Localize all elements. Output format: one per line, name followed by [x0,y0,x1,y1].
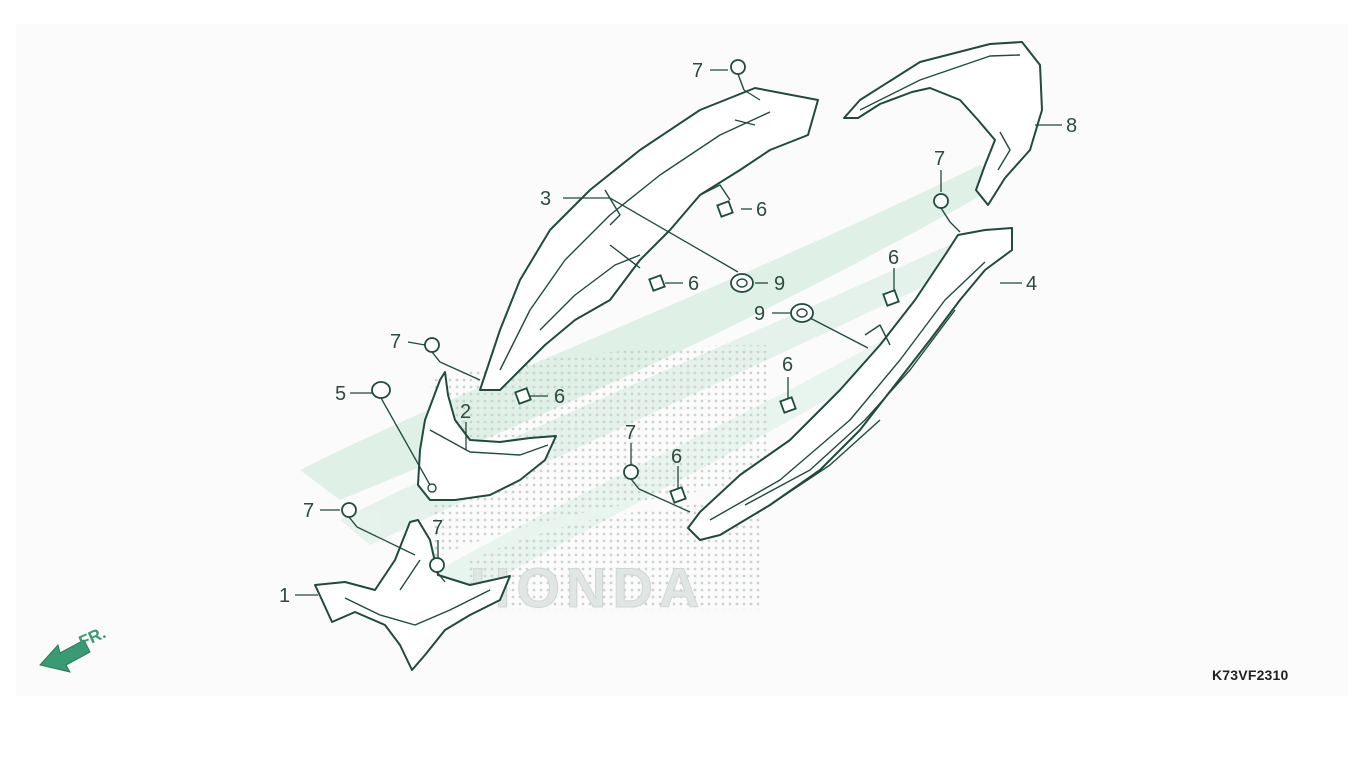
bolt-hardware [341,59,951,583]
callout-7: 7 [934,148,945,170]
leader-lines [295,69,1062,596]
front-arrow-icon [39,639,91,673]
callout-labels: 7 8 7 3 6 6 6 9 4 9 7 6 5 6 2 7 6 7 7 1 [279,60,1077,607]
callout-4: 4 [1026,273,1037,295]
part-8-rear-center-cover [843,41,1043,206]
callout-6: 6 [782,354,793,376]
callout-7: 7 [432,517,443,539]
callout-1: 1 [279,585,290,607]
callout-5: 5 [335,383,346,405]
diagram-code: K73VF2310 [1212,667,1289,683]
callout-9: 9 [754,303,765,325]
callout-7: 7 [390,331,401,353]
grommet-hardware [371,273,814,399]
callout-3: 3 [540,188,551,210]
callout-8: 8 [1066,115,1077,137]
callout-6: 6 [688,273,699,295]
part-4-right-body-cover [687,227,1013,541]
callout-7: 7 [692,60,703,82]
callout-6: 6 [554,386,565,408]
callout-6: 6 [671,446,682,468]
callout-7: 7 [625,422,636,444]
callout-9: 9 [774,273,785,295]
callout-6: 6 [888,247,899,269]
callout-6: 6 [756,199,767,221]
honda-watermark-text: HONDA [470,556,705,619]
part-3-left-body-cover [479,87,819,391]
clip-nut-hardware [514,200,900,504]
callout-7: 7 [303,500,314,522]
callout-2: 2 [460,401,471,423]
part-2-lower-cover [417,371,557,501]
